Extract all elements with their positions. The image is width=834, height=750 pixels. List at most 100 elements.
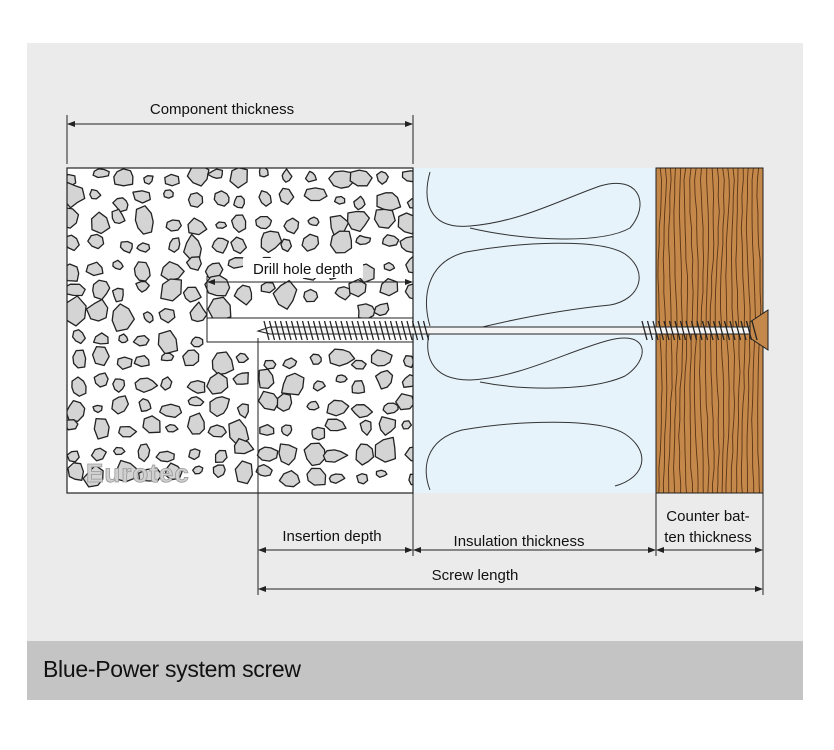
aggregate-stone xyxy=(259,423,275,436)
screw-thread xyxy=(652,320,659,341)
aggregate-stone xyxy=(187,217,208,236)
screw-thread xyxy=(318,320,325,341)
aggregate-stone xyxy=(303,442,326,467)
aggregate-stone xyxy=(255,215,273,230)
screw-thread xyxy=(301,320,309,341)
aggregate-stone xyxy=(67,450,80,463)
aggregate-stone xyxy=(404,283,413,300)
aggregate-stone xyxy=(118,333,129,344)
screw-thread xyxy=(657,320,665,341)
aggregate-stone xyxy=(93,417,110,440)
aggregate-stone xyxy=(185,256,202,271)
aggregate-stone xyxy=(233,437,255,455)
aggregate-stone xyxy=(138,467,163,482)
aggregate-stone xyxy=(280,238,293,253)
screw-thread xyxy=(285,320,292,341)
eurotec-watermark: Eurotec xyxy=(86,458,190,488)
screw-thread xyxy=(734,320,742,341)
aggregate-stone xyxy=(381,234,400,247)
label-insertion-depth: Insertion depth xyxy=(282,528,381,545)
label-screw-length: Screw length xyxy=(432,567,519,584)
aggregate-stone xyxy=(132,334,150,347)
screw-thread xyxy=(701,320,709,341)
aggregate-stone xyxy=(71,376,87,397)
aggregate-stone xyxy=(311,426,326,441)
aggregate-stone xyxy=(215,221,228,229)
aggregate-stone xyxy=(134,205,154,235)
screw-thread xyxy=(367,320,375,341)
aggregate-stone xyxy=(118,425,138,438)
aggregate-stone xyxy=(187,396,205,407)
aggregate-stone xyxy=(359,419,372,436)
aggregate-stone xyxy=(90,211,111,235)
aggregate-stone xyxy=(160,352,175,362)
screw-thread xyxy=(263,320,270,341)
aggregate-stone xyxy=(211,351,235,376)
aggregate-stone xyxy=(378,416,397,436)
screw-thread xyxy=(334,320,342,341)
caption-title: Blue-Power system screw xyxy=(43,656,301,682)
aggregate-stone xyxy=(82,464,104,488)
aggregate-stone xyxy=(335,374,348,384)
aggregate-stone xyxy=(92,168,110,179)
screw-thread xyxy=(641,320,648,341)
aggregate-stone xyxy=(283,217,300,235)
aggregate-stone xyxy=(183,233,202,261)
label-insulation-thickness: Insulation thickness xyxy=(454,533,585,550)
aggregate-stone xyxy=(357,303,376,320)
screw xyxy=(256,309,769,351)
aggregate-stone xyxy=(186,412,205,435)
aggregate-stone xyxy=(355,234,372,246)
aggregate-stone xyxy=(333,195,346,205)
dim-drill-hole-depth xyxy=(206,276,413,318)
aggregate-stone xyxy=(187,192,204,208)
aggregate-stone xyxy=(355,443,375,466)
aggregate-stone xyxy=(304,170,318,183)
aggregate-stone xyxy=(258,190,272,207)
aggregate-stone xyxy=(206,168,224,179)
aggregate-stone xyxy=(278,187,295,206)
aggregate-stone xyxy=(281,168,293,183)
aggregate-stone xyxy=(374,436,397,463)
screw-thread xyxy=(406,320,413,341)
aggregate-stone xyxy=(160,261,185,282)
screw-thread xyxy=(751,320,758,341)
aggregate-stone xyxy=(186,168,210,187)
screw-thread xyxy=(690,320,698,341)
aggregate-stone xyxy=(328,348,356,367)
aggregate-stone xyxy=(159,403,183,419)
aggregate-stone xyxy=(190,336,204,348)
aggregate-stone xyxy=(67,419,79,431)
screw-thread xyxy=(340,320,347,341)
aggregate-stone xyxy=(301,233,320,252)
aggregate-stone xyxy=(67,207,80,229)
screw-thread xyxy=(712,320,720,341)
aggregate-stone xyxy=(312,380,326,392)
screw-thread xyxy=(389,320,397,341)
aggregate-stone xyxy=(143,175,154,185)
aggregate-stone xyxy=(303,187,328,202)
aggregate-stone xyxy=(328,473,346,484)
aggregate-stone xyxy=(303,288,319,303)
screw-thread xyxy=(696,320,703,341)
aggregate-stone xyxy=(92,404,103,414)
aggregate-stone xyxy=(85,261,104,277)
aggregate-stone xyxy=(155,450,175,463)
aggregate-stone xyxy=(356,473,369,485)
aggregate-stone xyxy=(111,287,124,303)
aggregate-stone xyxy=(399,235,413,254)
label-counter-batten-line2: ten thickness xyxy=(664,529,752,546)
screw-thread xyxy=(279,320,287,341)
aggregate-stone xyxy=(163,189,174,199)
aggregate-stone xyxy=(395,393,413,411)
screw-thread xyxy=(745,320,753,341)
aggregate-stone xyxy=(158,307,176,324)
aggregate-stone xyxy=(350,359,367,370)
aggregate-stone xyxy=(401,420,413,430)
aggregate-stone xyxy=(232,372,249,385)
aggregate-stone xyxy=(229,168,248,189)
aggregate-stone xyxy=(113,168,134,187)
aggregate-stone xyxy=(135,280,150,293)
aggregate-stone xyxy=(67,462,85,481)
screw-thread xyxy=(674,320,681,341)
